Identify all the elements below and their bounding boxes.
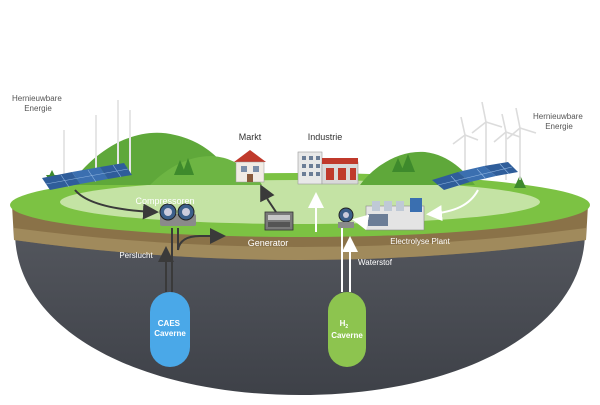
- caes-cavern: [150, 292, 190, 367]
- compressed-air-label: Perslucht: [119, 251, 153, 260]
- house-icon: [234, 150, 266, 183]
- electrolysis-plant-icon: [365, 198, 425, 231]
- market-label: Markt: [239, 132, 262, 142]
- soil-band: [14, 228, 586, 260]
- solar-panel-icon: [432, 162, 518, 190]
- wind-turbine-icon: [63, 100, 131, 175]
- generator-label: Generator: [248, 238, 289, 248]
- hydrogen-flow-lines: [308, 189, 479, 292]
- generator-icon: [264, 211, 294, 231]
- electrolysis-plant-label: Electrolyse Plant: [390, 237, 450, 246]
- renewable-energy-label-right: Hernieuwbare Energie: [533, 112, 585, 131]
- hill-left-small: [150, 156, 262, 185]
- caes-cavern-label: CAES Caverne: [154, 319, 186, 338]
- industry-label: Industrie: [308, 132, 343, 142]
- renewable-energy-label-left: Hernieuwbare Energie: [12, 94, 64, 113]
- h2-cavern-label: H2 Caverne: [331, 319, 363, 340]
- compressor-icon: [159, 203, 196, 226]
- solar-panel-icon: [42, 163, 132, 190]
- hydrogen-label: Waterstof: [358, 258, 393, 267]
- hydrogen-compressor-icon: [338, 207, 354, 228]
- compressors-label: Compressoren: [135, 196, 194, 206]
- h2-cavern: [328, 292, 366, 367]
- factory-icon: [297, 151, 359, 185]
- air-flow-lines: [74, 184, 277, 292]
